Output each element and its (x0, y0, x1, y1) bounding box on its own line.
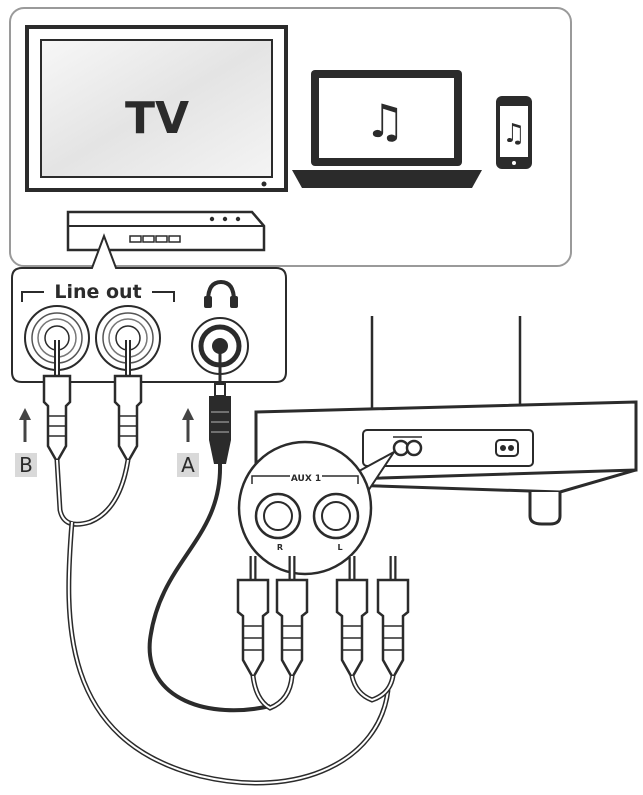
aux-left-label: L (337, 543, 342, 552)
cable-b-wire (54, 459, 131, 527)
mini-jack-plug-a (209, 350, 231, 464)
arrow-up-icon (182, 408, 194, 442)
rca-plug-a-left (275, 556, 309, 678)
svg-text:A: A (181, 453, 195, 477)
rca-a-y-split (250, 675, 295, 711)
music-note-icon: ♫ (364, 94, 405, 148)
tv-device: TV (25, 25, 288, 192)
laptop-device: ♫ (292, 70, 482, 188)
cable-a-label: A (177, 453, 199, 477)
tv-power-led (261, 181, 267, 187)
arrow-up-icon (19, 408, 31, 442)
speaker-rear-panel (362, 429, 534, 467)
rca-plug-a-right (236, 556, 270, 678)
aux-right-label: R (277, 543, 283, 552)
aux-jack-left (312, 492, 360, 540)
rca-plug-b-right (335, 556, 369, 678)
aux-jack-right (254, 492, 302, 540)
line-out-label: Line out (54, 281, 141, 303)
music-note-icon: ♫ (502, 119, 525, 149)
headphones-icon (204, 279, 238, 308)
rca-plug-right-b (113, 340, 143, 462)
aux-label: AUX 1 (291, 474, 321, 484)
phone-device: ♫ (496, 96, 532, 169)
set-top-box (66, 210, 266, 252)
rca-plug-b-left (376, 556, 410, 678)
power-socket (495, 439, 519, 457)
tv-label: TV (125, 93, 189, 144)
cable-a-wire (147, 463, 271, 713)
rear-aux-jack (405, 439, 423, 457)
rca-plug-left-b (42, 340, 72, 462)
aux-callout: AUX 1 R L (237, 440, 395, 576)
svg-text:B: B (19, 453, 33, 477)
headphone-jack (191, 317, 249, 375)
cable-b-label: B (15, 453, 37, 477)
line-out-bracket (21, 291, 175, 302)
